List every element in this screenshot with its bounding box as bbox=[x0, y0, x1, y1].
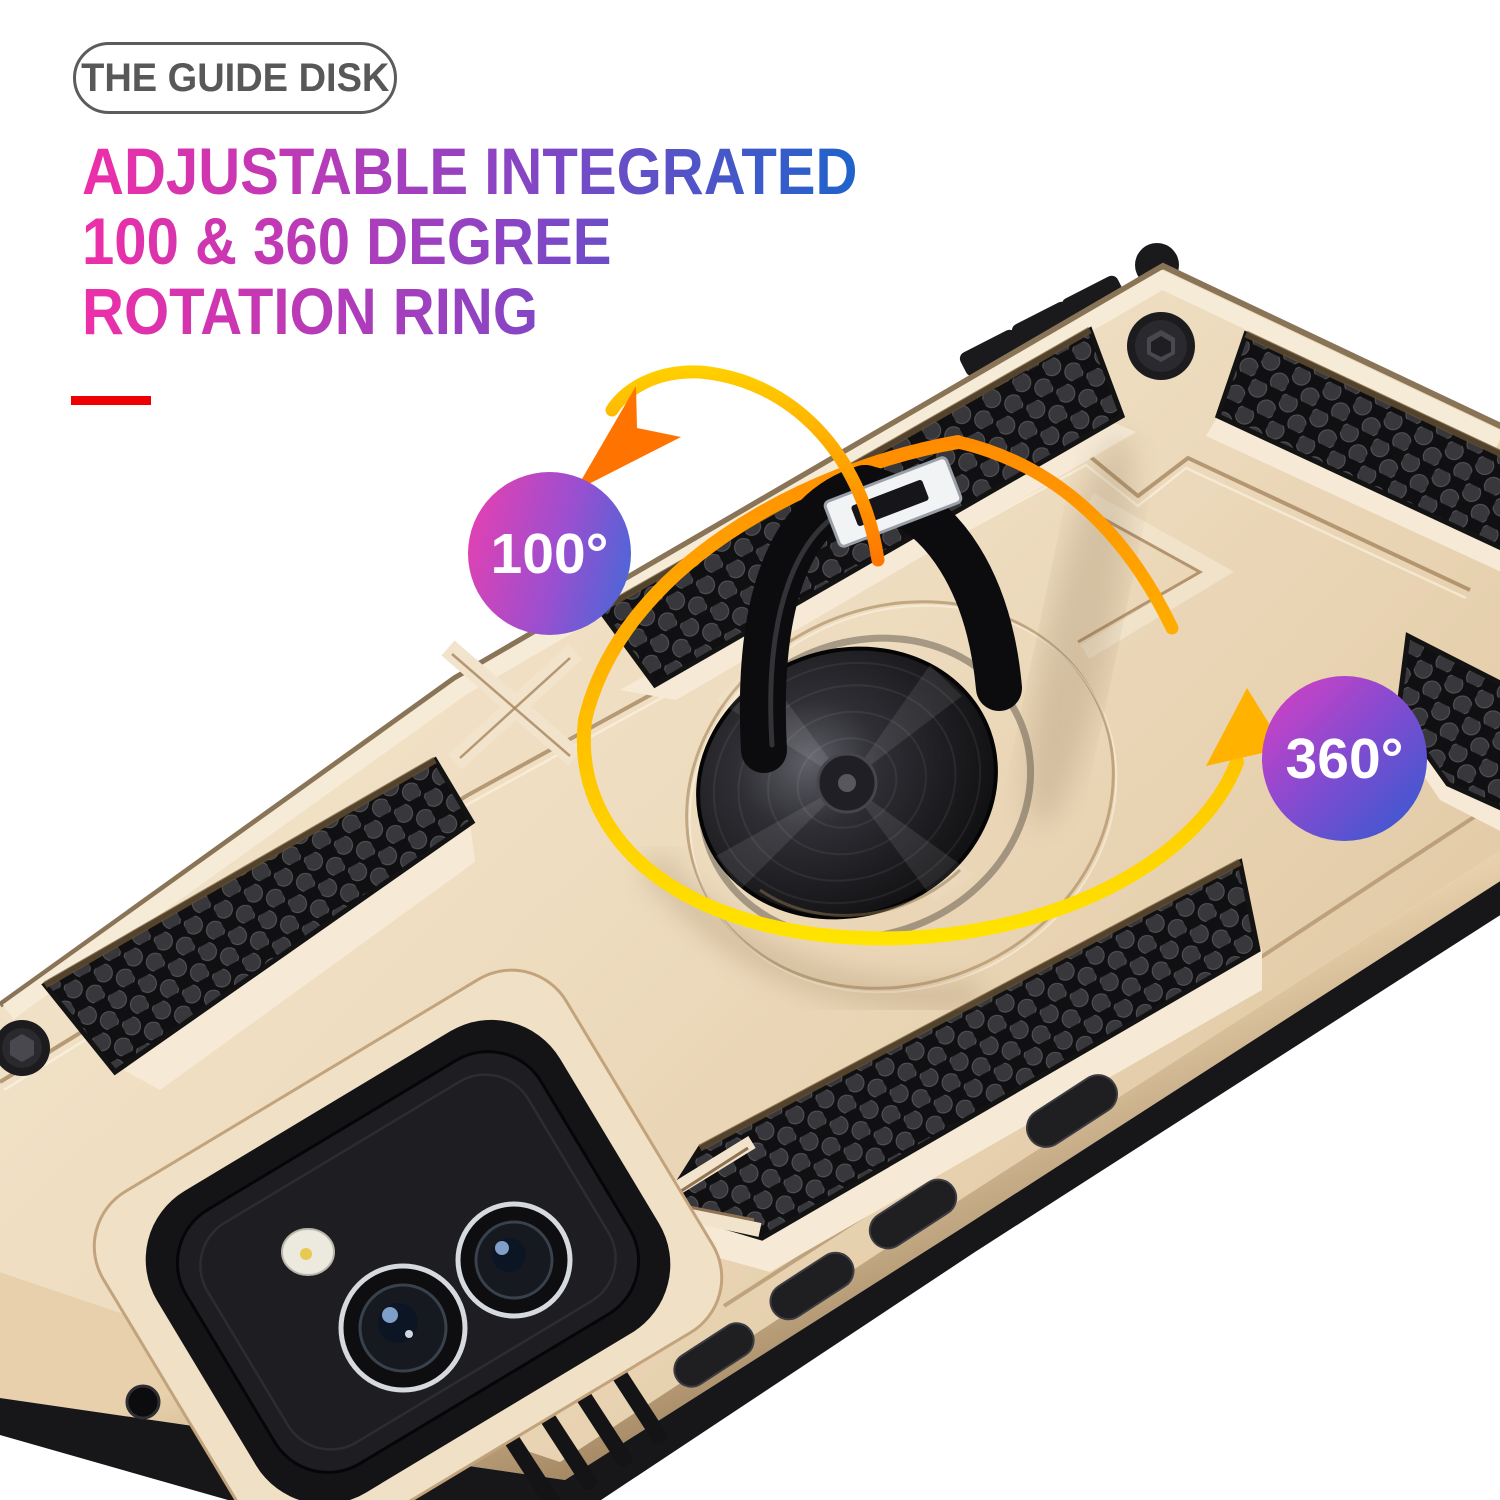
headline: ADJUSTABLE INTEGRATED 100 & 360 DEGREE R… bbox=[82, 136, 858, 346]
ring-socket bbox=[685, 600, 1118, 994]
corner-screw-left bbox=[0, 1020, 50, 1076]
headline-line-1: ADJUSTABLE INTEGRATED bbox=[82, 134, 858, 208]
side-buttons-bottom-edge bbox=[673, 1074, 1118, 1388]
callout-360-label: 360° bbox=[1285, 726, 1404, 791]
headline-line-3: ROTATION RING bbox=[82, 274, 538, 348]
headphone-jack bbox=[125, 1384, 161, 1420]
accent-dash bbox=[71, 396, 151, 405]
callout-360-degree: 360° bbox=[1262, 676, 1427, 841]
camera-flash bbox=[281, 1228, 335, 1276]
camera-lens-main bbox=[338, 1263, 468, 1393]
case-bottom-rim bbox=[0, 881, 1500, 1500]
callout-100-label: 100° bbox=[490, 521, 609, 586]
headline-line-2: 100 & 360 DEGREE bbox=[82, 204, 612, 278]
rotation-arrow-100 bbox=[575, 365, 885, 567]
camera-module bbox=[92, 968, 724, 1500]
badge-pill: THE GUIDE DISK bbox=[73, 42, 397, 114]
camera-lens-secondary bbox=[455, 1201, 573, 1319]
callout-100-degree: 100° bbox=[468, 472, 631, 635]
badge-label: THE GUIDE DISK bbox=[80, 55, 390, 100]
arrowhead-100 bbox=[575, 386, 681, 491]
corner-screw-top bbox=[1127, 312, 1195, 380]
